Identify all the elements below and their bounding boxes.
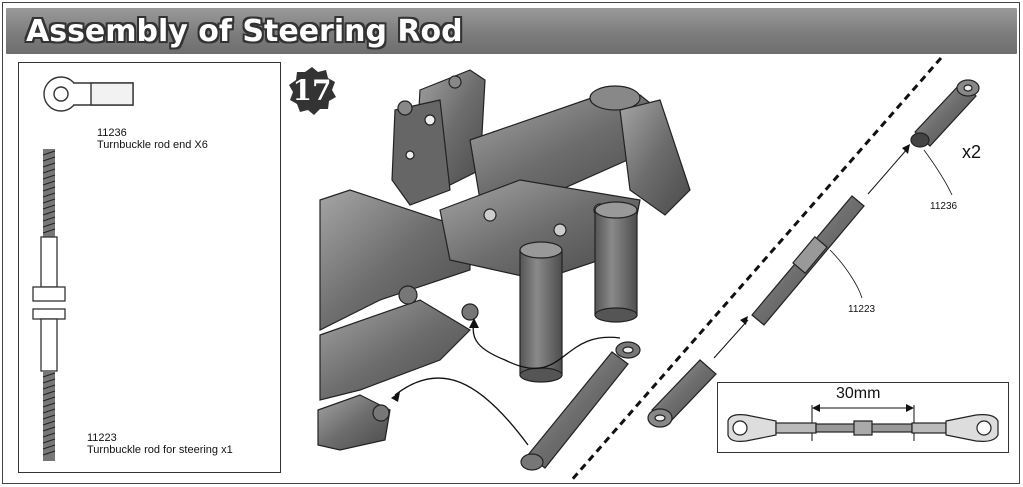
section-header: Assembly of Steering Rod <box>6 8 1017 54</box>
part-code: 11236 <box>97 127 127 139</box>
callout-rod-end-code: 11236 <box>930 201 958 212</box>
step-badge-shape <box>289 67 336 115</box>
dimension-detail-drawing <box>727 404 999 442</box>
page-title: Assembly of Steering Rod <box>26 14 463 49</box>
turnbuckle-rod-part-drawing <box>32 149 66 461</box>
dimension-label: 30mm <box>836 385 881 402</box>
exploded-rod-end-bottom <box>647 359 717 428</box>
part-description: Turnbuckle rod for steering x1 <box>87 444 233 456</box>
fitting-arrows <box>394 321 621 446</box>
callout-leaders <box>829 149 953 299</box>
step-number-badge: 17 <box>287 66 337 116</box>
parts-list-box: 11236 Turnbuckle rod end X6 11223 Turnbu… <box>18 62 281 473</box>
parts-drawings <box>32 76 134 461</box>
arrow-head <box>740 316 748 325</box>
part-label-turnbuckle-rod: 11223 Turnbuckle rod for steering x1 <box>87 432 233 456</box>
exploded-turnbuckle-rod <box>751 195 865 326</box>
rod-end-part-drawing <box>43 76 134 112</box>
callout-rod-code: 11223 <box>848 304 876 315</box>
arrow-head <box>469 318 479 328</box>
exploded-rod-end-top <box>910 79 980 148</box>
arrow-head <box>902 144 910 154</box>
steering-rod-in-place-drawing <box>520 341 641 471</box>
exploded-guide-lines <box>713 147 909 359</box>
part-label-rod-end: 11236 Turnbuckle rod end X6 <box>97 127 208 151</box>
chassis-assembly-drawing <box>317 69 691 451</box>
dimension-detail-box: 30mm <box>717 382 1009 453</box>
arrow-head <box>391 392 400 402</box>
step-number: 17 <box>292 74 332 107</box>
divider-dashed-line <box>568 57 943 483</box>
quantity-label: x2 <box>962 142 982 162</box>
part-code: 11223 <box>87 432 117 444</box>
part-description: Turnbuckle rod end X6 <box>97 139 208 151</box>
